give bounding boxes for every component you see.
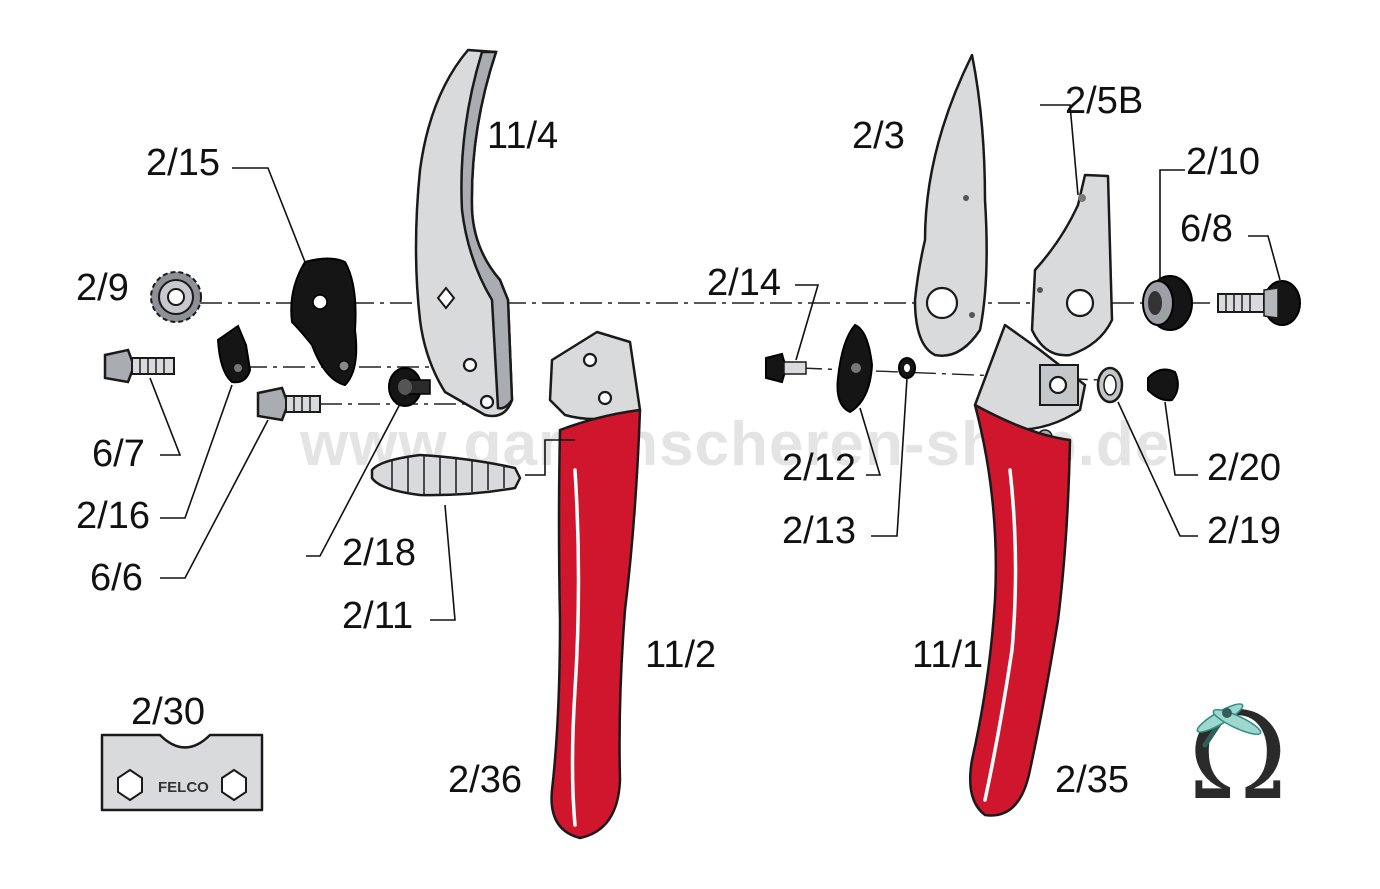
label-2-14: 2/14 — [707, 262, 781, 304]
upper-handle-2-5B — [973, 173, 1114, 445]
cap-2-20 — [1147, 368, 1179, 402]
label-6-7: 6/7 — [92, 433, 145, 475]
label-11-1: 11/1 — [912, 634, 983, 676]
label-2-36: 2/36 — [448, 759, 522, 801]
label-6-6: 6/6 — [90, 557, 143, 599]
ring-2-19 — [1096, 366, 1124, 404]
latch-2-12 — [836, 323, 874, 414]
brand-logo: Ω — [1188, 688, 1288, 827]
lower-handle-11-2 — [548, 330, 642, 840]
label-2-5B: 2/5B — [1065, 80, 1143, 122]
dragonfly-icon — [1196, 703, 1262, 748]
label-11-4: 11/4 — [487, 115, 558, 157]
anvil-blade-11-4 — [414, 48, 514, 418]
bolt-6-7 — [103, 348, 175, 384]
label-6-8: 6/8 — [1180, 208, 1233, 250]
label-2-9: 2/9 — [76, 267, 129, 309]
label-2-12: 2/12 — [782, 447, 856, 489]
upper-grip-11-1 — [968, 403, 1072, 817]
plate-2-15 — [290, 257, 358, 387]
gear-nut-2-9 — [150, 271, 202, 323]
washer-2-13 — [898, 357, 916, 379]
label-2-13: 2/13 — [782, 510, 856, 552]
label-2-30: 2/30 — [131, 691, 205, 733]
bolt-6-6 — [256, 386, 321, 422]
bushing-2-10 — [1142, 275, 1193, 331]
bolt-6-8 — [1217, 280, 1301, 326]
label-2-19: 2/19 — [1207, 510, 1281, 552]
label-2-18: 2/18 — [342, 532, 416, 574]
cutting-blade-2-3 — [913, 53, 988, 357]
label-2-35: 2/35 — [1055, 759, 1129, 801]
label-2-20: 2/20 — [1207, 447, 1281, 489]
key-stamp-text: FELCO — [158, 779, 209, 796]
label-2-16: 2/16 — [76, 495, 150, 537]
part-labels: 11/4 2/15 2/9 6/7 2/16 6/6 2/18 2/11 11/… — [76, 80, 1281, 801]
spring-2-11 — [370, 453, 522, 497]
label-2-15: 2/15 — [146, 142, 220, 184]
bushing-2-18 — [388, 367, 431, 407]
lever-2-16 — [216, 324, 252, 384]
label-2-10: 2/10 — [1186, 141, 1260, 183]
screw-2-14 — [765, 352, 807, 384]
label-2-3: 2/3 — [852, 115, 905, 157]
leader-lines — [149, 104, 1281, 621]
label-2-11: 2/11 — [342, 595, 413, 637]
label-11-2: 11/2 — [645, 634, 716, 676]
key-2-30: FELCO — [100, 733, 264, 812]
